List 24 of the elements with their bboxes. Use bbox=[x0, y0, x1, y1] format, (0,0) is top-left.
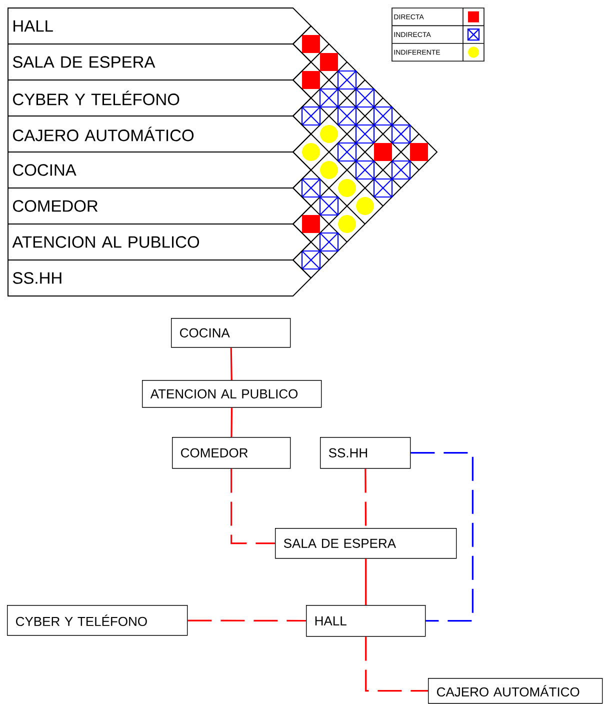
row-label-box: COMEDOR bbox=[8, 188, 312, 224]
row-label-box: CAJERO AUTOMÁTICO bbox=[8, 116, 312, 152]
row-label-box: SALA DE ESPERA bbox=[8, 44, 312, 80]
connector-line bbox=[230, 408, 233, 437]
connector-line bbox=[230, 468, 275, 544]
room-box: SALA DE ESPERA bbox=[275, 528, 457, 559]
room-box: SS.HH bbox=[320, 437, 411, 469]
row-label-box: ATENCION AL PUBLICO bbox=[8, 224, 312, 260]
room-box: ATENCION AL PUBLICO bbox=[142, 380, 322, 408]
row-label-box: CYBER Y TELÉFONO bbox=[8, 80, 312, 116]
connector-line bbox=[188, 620, 306, 622]
room-box: COMEDOR bbox=[172, 437, 291, 469]
row-label-box: SS.HH bbox=[8, 260, 312, 296]
room-box: COCINA bbox=[171, 318, 291, 348]
row-label-box: COCINA bbox=[8, 152, 312, 188]
connector-line bbox=[410, 452, 474, 622]
connector-line bbox=[364, 468, 367, 528]
connector-line bbox=[365, 558, 367, 605]
row-label-box: HALL bbox=[8, 8, 312, 44]
room-box: CYBER Y TELÉFONO bbox=[7, 605, 188, 636]
connector-line bbox=[365, 636, 428, 692]
connector-line bbox=[230, 348, 232, 380]
room-box: CAJERO AUTOMÁTICO bbox=[428, 678, 603, 704]
room-box: HALL bbox=[306, 605, 426, 637]
